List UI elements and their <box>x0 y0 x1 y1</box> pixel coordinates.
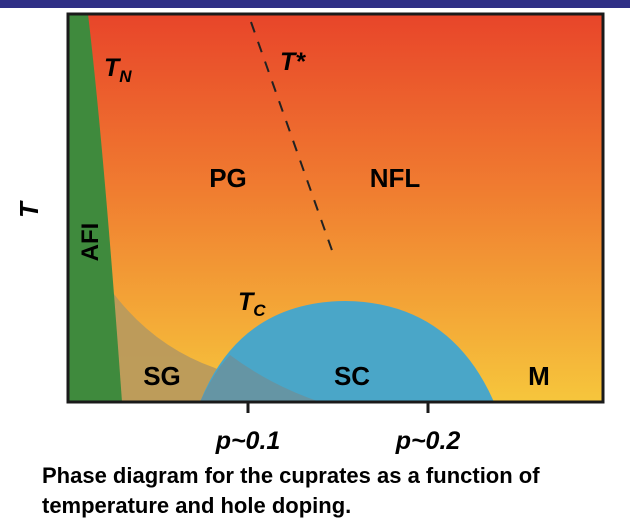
x-tick-label-1: p~0.1 <box>215 427 281 455</box>
region-label-sc: SC <box>334 361 370 391</box>
caption-line-2: temperature and hole doping. <box>42 493 352 518</box>
tc-label: TC <box>238 288 266 320</box>
region-label-nfl: NFL <box>370 163 421 193</box>
region-label-afi: AFI <box>77 223 104 262</box>
tn-label: TN <box>104 54 132 86</box>
plot-border <box>66 12 605 404</box>
figure-caption: Phase diagram for the cuprates as a func… <box>42 461 622 521</box>
caption-line-1: Phase diagram for the cuprates as a func… <box>42 463 540 488</box>
y-axis-label: T <box>14 200 44 218</box>
phase-diagram: T p~0.1 p~0.2 AFI PG NFL SG SC M TN T* T… <box>14 12 605 455</box>
region-afi <box>68 14 122 402</box>
region-sg <box>108 286 320 402</box>
region-label-sg: SG <box>143 361 181 391</box>
region-sc-dome <box>200 301 494 402</box>
region-sg-sc-overlap <box>200 355 320 402</box>
region-label-m: M <box>528 361 550 391</box>
header-bar <box>0 0 630 8</box>
tstar-label: T* <box>280 48 306 76</box>
region-label-pg: PG <box>209 163 247 193</box>
x-tick-label-2: p~0.2 <box>395 427 461 455</box>
